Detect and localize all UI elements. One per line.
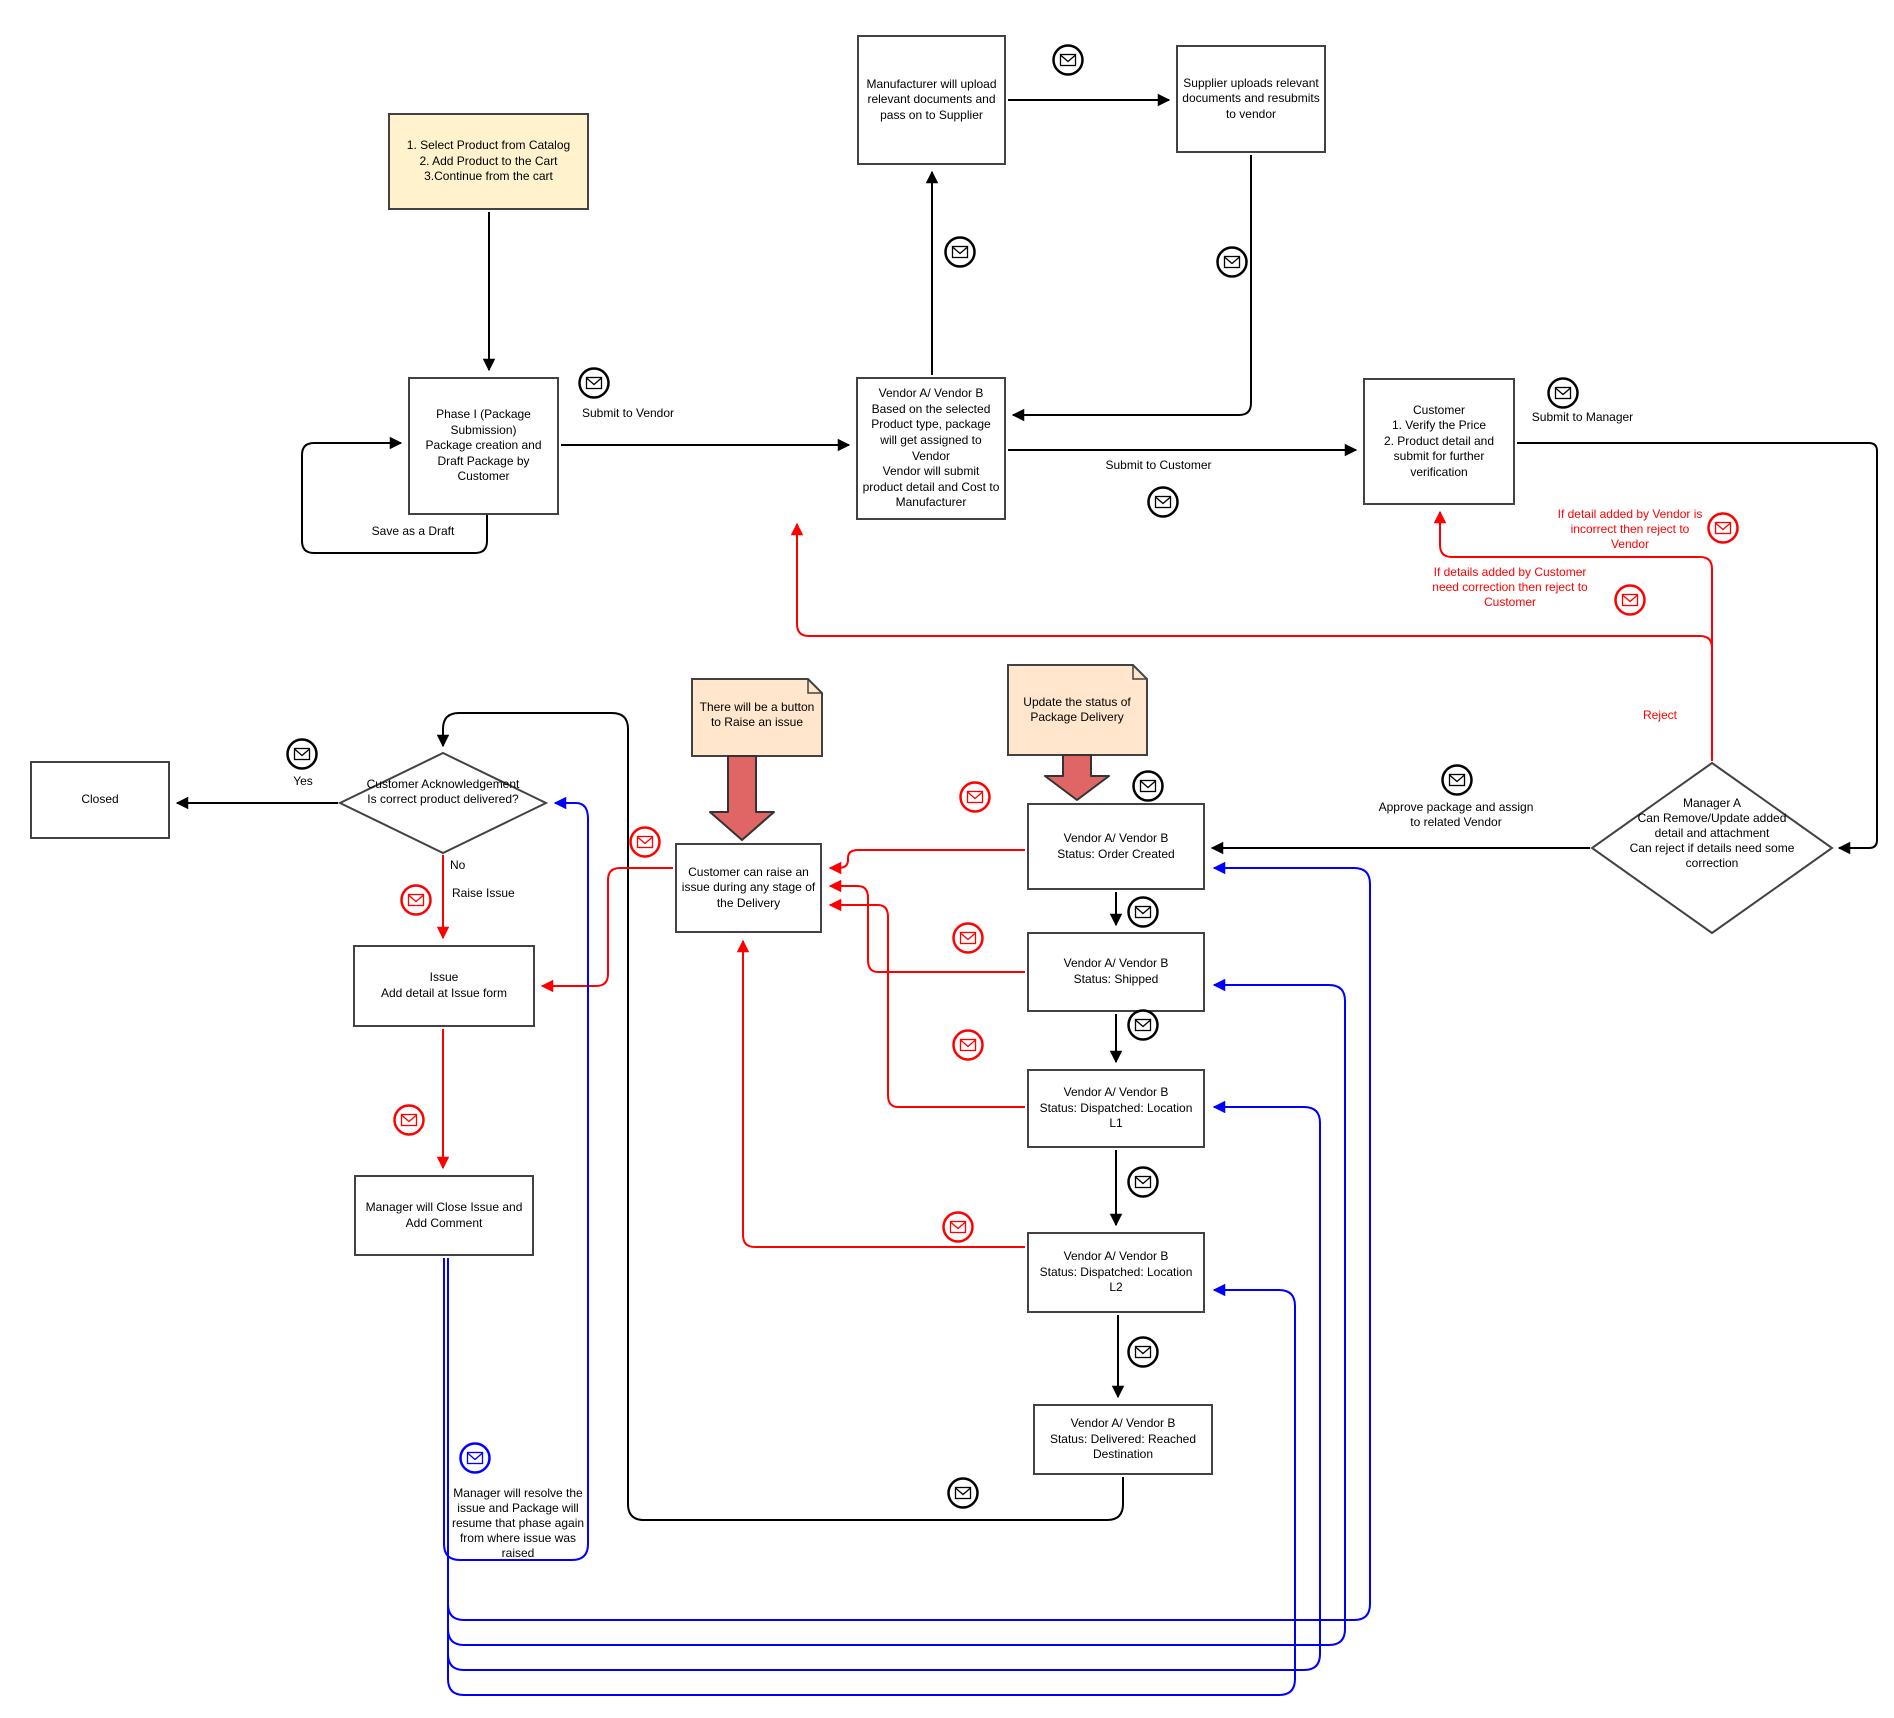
node-manager-close: Manager will Close Issue and Add Comment: [354, 1175, 534, 1256]
message-icon: [1126, 1008, 1160, 1042]
message-icon: [1126, 1165, 1160, 1199]
message-icon: [958, 780, 992, 814]
message-icon: [285, 737, 319, 771]
edge-shipped-to-raise: [828, 879, 1025, 973]
node-issue: Issue Add detail at Issue form: [353, 945, 535, 1027]
node-vendor-main: Vendor A/ Vendor B Based on the selected…: [856, 377, 1006, 520]
message-icon: [951, 921, 985, 955]
message-icon: [458, 1441, 492, 1475]
node-supplier: Supplier uploads relevant documents and …: [1176, 45, 1326, 153]
flow-edges: [175, 93, 1878, 1521]
label-save-as-draft: Save as a Draft: [371, 524, 455, 538]
edge-resume-to-l1: [447, 1100, 1321, 1671]
node-status-delivered: Vendor A/ Vendor B Status: Delivered: Re…: [1033, 1404, 1213, 1475]
node-manufacturer: Manufacturer will upload relevant docume…: [857, 35, 1006, 165]
label-reject-customer: If details added by Customer need correc…: [1432, 565, 1588, 609]
node-customer-verify: Customer 1. Verify the Price 2. Product …: [1363, 378, 1515, 505]
message-icon: [1215, 245, 1249, 279]
message-icon: [1546, 376, 1580, 410]
note-update-status-fold: [1132, 665, 1147, 680]
message-icon: [1051, 43, 1085, 77]
manager-diamond-label: Manager A Can Remove/Update added detail…: [1629, 796, 1795, 870]
message-icon: [1146, 485, 1180, 519]
message-icon: [577, 366, 611, 400]
node-phase1: Phase I (Package Submission) Package cre…: [408, 377, 559, 515]
message-icon: [946, 1476, 980, 1510]
message-icon: [1126, 1335, 1160, 1369]
note-update-status-shape: [1007, 664, 1148, 756]
manager-diamond-shape: [1590, 761, 1834, 935]
label-raise-issue: Raise Issue: [452, 886, 515, 900]
note-raise-button-shape: [691, 678, 823, 757]
node-status-dispatched-l2: Vendor A/ Vendor B Status: Dispatched: L…: [1027, 1232, 1205, 1313]
edge-raise-to-issue: [540, 867, 673, 993]
ack-diamond-shape: [337, 751, 549, 855]
note-raise-button-label: There will be a button to Raise an issue: [699, 700, 815, 729]
edge-reject-to-customer: [1433, 510, 1713, 761]
node-closed: Closed: [30, 761, 170, 839]
node-status-shipped: Vendor A/ Vendor B Status: Shipped: [1027, 932, 1205, 1012]
message-icon: [941, 1210, 975, 1244]
node-status-order-created: Vendor A/ Vendor B Status: Order Created: [1027, 803, 1205, 890]
reject-edges: [436, 510, 1713, 1248]
label-reject: Reject: [1642, 708, 1677, 722]
edge-created-to-raise: [828, 849, 1025, 875]
node-customer-raise-issue: Customer can raise an issue during any s…: [675, 843, 822, 933]
message-icon: [943, 235, 977, 269]
edge-resume-to-shipped: [447, 978, 1346, 1646]
message-icon: [1440, 763, 1474, 797]
edge-delivered-to-ack: [436, 712, 1124, 1521]
note-update-status-label: Update the status of Package Delivery: [1023, 695, 1131, 724]
message-icon: [951, 1028, 985, 1062]
resolve-note-label: Manager will resolve the issue and Packa…: [451, 1486, 585, 1560]
node-select-product-note: 1. Select Product from Catalog 2. Add Pr…: [388, 113, 589, 210]
label-no: No: [450, 858, 466, 872]
node-status-dispatched-l1: Vendor A/ Vendor B Status: Dispatched: L…: [1027, 1069, 1205, 1148]
message-icon: [628, 825, 662, 859]
message-icon: [1126, 895, 1160, 929]
edge-resume-to-created: [447, 861, 1371, 1621]
edge-reject-to-vendor: [790, 522, 1713, 761]
edge-l1-to-raise: [828, 898, 1025, 1108]
label-submit-to-customer: Submit to Customer: [1105, 458, 1212, 472]
label-submit-to-manager: Submit to Manager: [1531, 410, 1634, 424]
label-reject-vendor: If detail added by Vendor is incorrect t…: [1557, 507, 1703, 551]
label-yes: Yes: [293, 774, 313, 788]
message-icon: [1131, 769, 1165, 803]
edge-save-draft-loop: [301, 436, 488, 554]
ack-diamond-label: Customer Acknowledgement Is correct prod…: [366, 777, 520, 806]
label-approve-assign: Approve package and assign to related Ve…: [1378, 800, 1534, 829]
message-icon: [399, 883, 433, 917]
fat-arrow-raise: [709, 755, 775, 841]
message-icon: [392, 1103, 426, 1137]
fat-arrows: [709, 754, 1110, 841]
message-icon: [1613, 583, 1647, 617]
note-shapes: [691, 664, 1148, 757]
fat-arrow-update: [1044, 754, 1110, 801]
edge-customer-to-manager: [1517, 442, 1878, 855]
note-raise-button-fold: [807, 679, 822, 694]
label-submit-to-vendor: Submit to Vendor: [581, 406, 675, 420]
message-icon: [1706, 511, 1740, 545]
edge-resume-to-l2: [447, 1258, 1296, 1696]
resume-edges: [443, 796, 1371, 1696]
edge-l2-to-raise: [736, 939, 1025, 1248]
edge-supplier-to-vendor: [1011, 155, 1252, 422]
